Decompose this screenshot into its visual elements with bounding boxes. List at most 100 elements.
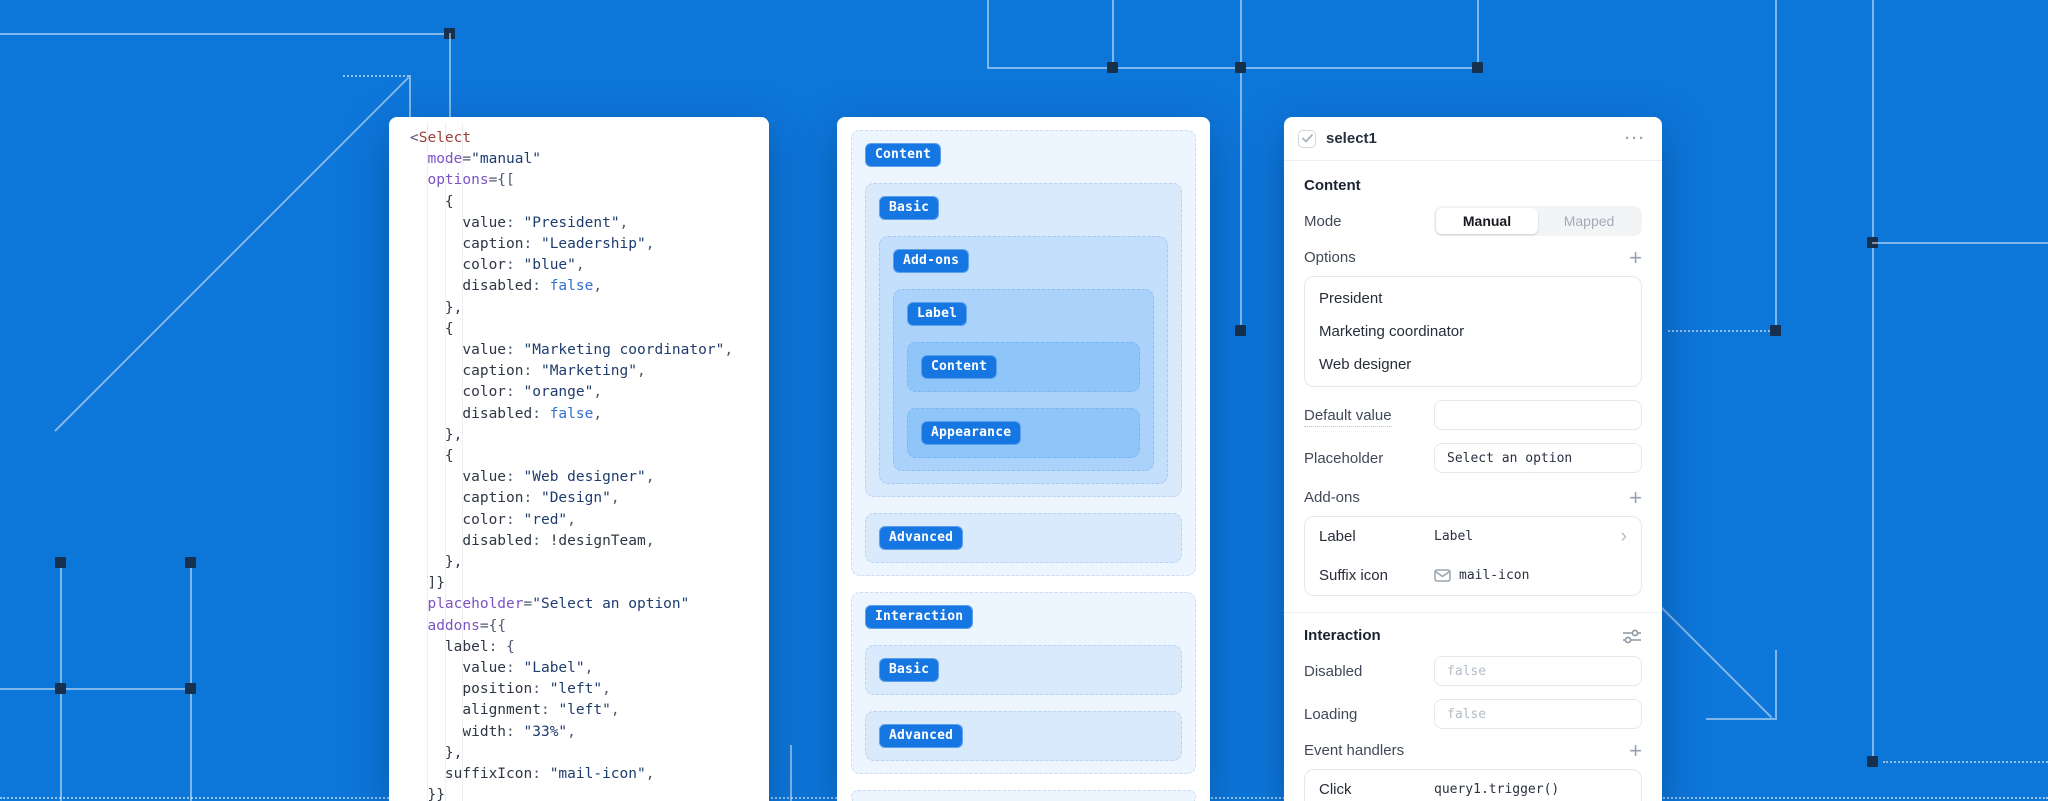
blueprint-arrow-up-right bbox=[54, 76, 410, 432]
code-line: color: "orange", bbox=[462, 384, 603, 401]
addons-label: Add-ons bbox=[1304, 489, 1360, 506]
pill-label-content[interactable]: Content bbox=[921, 355, 998, 379]
pill-advanced[interactable]: Advanced bbox=[879, 526, 964, 550]
blueprint-line bbox=[1872, 0, 1874, 761]
code-line: { bbox=[410, 320, 454, 337]
event-handlers-heading-row: Event handlers + bbox=[1304, 737, 1642, 763]
code-line: }, bbox=[410, 554, 463, 571]
loading-row: Loading false bbox=[1304, 699, 1642, 729]
event-handlers-list: Click query1.trigger() bbox=[1304, 769, 1642, 801]
code-editor[interactable]: <Select mode="manual" options={[ { value… bbox=[389, 117, 769, 801]
hierarchy-box-interaction-advanced: Advanced bbox=[865, 711, 1182, 761]
hierarchy-box-label: Label Content Appearance bbox=[893, 289, 1154, 471]
hierarchy-box-content-advanced: Advanced bbox=[865, 513, 1182, 563]
pill-content[interactable]: Content bbox=[865, 143, 942, 167]
code-line: { bbox=[410, 448, 454, 465]
options-label: Options bbox=[1304, 249, 1356, 266]
blueprint-node bbox=[55, 683, 66, 694]
inspector-header: select1 ··· bbox=[1284, 117, 1662, 161]
section-divider bbox=[1284, 612, 1662, 613]
blueprint-line bbox=[1775, 650, 1777, 718]
pill-appearance[interactable]: Appearance bbox=[921, 421, 1022, 445]
hierarchy-box-interaction-basic: Basic bbox=[865, 645, 1182, 695]
pill-interaction-basic[interactable]: Basic bbox=[879, 658, 940, 682]
inspector-panel: select1 ··· Content Mode Manual Mapped O… bbox=[1284, 117, 1662, 801]
event-name: Click bbox=[1319, 781, 1352, 798]
pill-label[interactable]: Label bbox=[907, 302, 968, 326]
pill-interaction-advanced[interactable]: Advanced bbox=[879, 724, 964, 748]
addon-value: Label bbox=[1434, 529, 1474, 544]
plus-icon[interactable]: + bbox=[1629, 737, 1642, 763]
option-row[interactable]: President bbox=[1319, 290, 1383, 307]
option-row[interactable]: Web designer bbox=[1319, 356, 1412, 373]
hierarchy-group-content: Content Basic Add-ons Label Content Appe… bbox=[851, 130, 1196, 576]
hierarchy-box-content-basic: Basic Add-ons Label Content Appearance bbox=[865, 183, 1182, 497]
code-panel[interactable]: <Select mode="manual" options={[ { value… bbox=[389, 117, 769, 801]
event-handlers-label: Event handlers bbox=[1304, 742, 1405, 759]
addon-name: Suffix icon bbox=[1319, 567, 1388, 584]
default-value-input[interactable] bbox=[1434, 400, 1642, 430]
code-line: options={[ bbox=[427, 172, 515, 189]
code-line: <Select bbox=[410, 130, 472, 146]
blueprint-line bbox=[1883, 761, 2048, 763]
pill-basic[interactable]: Basic bbox=[879, 196, 940, 220]
disabled-label: Disabled bbox=[1304, 662, 1363, 680]
indent-guide bbox=[445, 123, 446, 801]
plus-icon[interactable]: + bbox=[1629, 484, 1642, 510]
blueprint-line bbox=[1112, 0, 1114, 67]
default-value-row: Default value bbox=[1304, 400, 1642, 430]
blueprint-line bbox=[1240, 0, 1242, 330]
code-line: color: "red", bbox=[462, 511, 576, 528]
blueprint-node bbox=[1867, 237, 1878, 248]
addon-suffix-row[interactable]: Suffix icon mail-icon bbox=[1305, 556, 1641, 595]
blueprint-node bbox=[185, 683, 196, 694]
adjustments-icon[interactable] bbox=[1622, 628, 1642, 644]
blueprint-node bbox=[1867, 756, 1878, 767]
hierarchy-panel: Content Basic Add-ons Label Content Appe… bbox=[837, 117, 1210, 801]
mode-mapped-button[interactable]: Mapped bbox=[1563, 213, 1615, 229]
code-line: width: "33%", bbox=[462, 723, 576, 740]
blueprint-node bbox=[444, 28, 455, 39]
loading-input[interactable]: false bbox=[1434, 699, 1642, 729]
blueprint-line bbox=[1872, 242, 2048, 244]
indent-guide bbox=[427, 123, 428, 801]
blueprint-node bbox=[1107, 62, 1118, 73]
options-heading-row: Options + bbox=[1304, 244, 1642, 270]
mode-label: Mode bbox=[1304, 212, 1342, 230]
blueprint-node bbox=[185, 557, 196, 568]
chevron-right-icon[interactable]: › bbox=[1620, 526, 1627, 547]
blueprint-line bbox=[0, 33, 449, 35]
event-click-row[interactable]: Click query1.trigger() bbox=[1305, 770, 1641, 801]
hierarchy-group-interaction: Interaction Basic Advanced bbox=[851, 592, 1196, 774]
placeholder-label: Placeholder bbox=[1304, 449, 1384, 467]
pill-addons[interactable]: Add-ons bbox=[893, 249, 970, 273]
hierarchy-box-addons: Add-ons Label Content Appearance bbox=[879, 236, 1168, 484]
blueprint-line bbox=[790, 745, 792, 801]
ellipsis-icon[interactable]: ··· bbox=[1625, 130, 1646, 147]
plus-icon[interactable]: + bbox=[1629, 244, 1642, 270]
placeholder-input[interactable]: Select an option bbox=[1434, 443, 1642, 473]
blueprint-node bbox=[1235, 325, 1246, 336]
code-line: label: { bbox=[444, 638, 515, 655]
code-line: mode="manual" bbox=[427, 151, 541, 168]
code-line: disabled: !designTeam, bbox=[462, 532, 655, 549]
component-checkbox[interactable] bbox=[1298, 129, 1316, 148]
mode-manual-button[interactable]: Manual bbox=[1436, 208, 1538, 234]
disabled-input[interactable]: false bbox=[1434, 656, 1642, 686]
code-line: value: "President", bbox=[462, 214, 629, 231]
option-row[interactable]: Marketing coordinator bbox=[1319, 323, 1465, 340]
pill-interaction[interactable]: Interaction bbox=[865, 605, 974, 629]
blueprint-node bbox=[1770, 325, 1781, 336]
code-line: }, bbox=[410, 744, 463, 761]
blueprint-line bbox=[1706, 718, 1777, 720]
code-line: caption: "Marketing", bbox=[462, 363, 646, 380]
blueprint-arrow-down-right bbox=[1644, 590, 1773, 719]
code-line: position: "left", bbox=[462, 681, 611, 698]
code-line: addons={{ bbox=[427, 617, 507, 634]
options-list: President Marketing coordinator Web desi… bbox=[1304, 276, 1642, 387]
placeholder-row: Placeholder Select an option bbox=[1304, 443, 1642, 473]
blueprint-line bbox=[409, 75, 411, 117]
code-line: }, bbox=[410, 299, 463, 316]
mode-row: Mode Manual Mapped bbox=[1304, 206, 1642, 236]
addon-label-row[interactable]: Label Label › bbox=[1305, 517, 1641, 556]
